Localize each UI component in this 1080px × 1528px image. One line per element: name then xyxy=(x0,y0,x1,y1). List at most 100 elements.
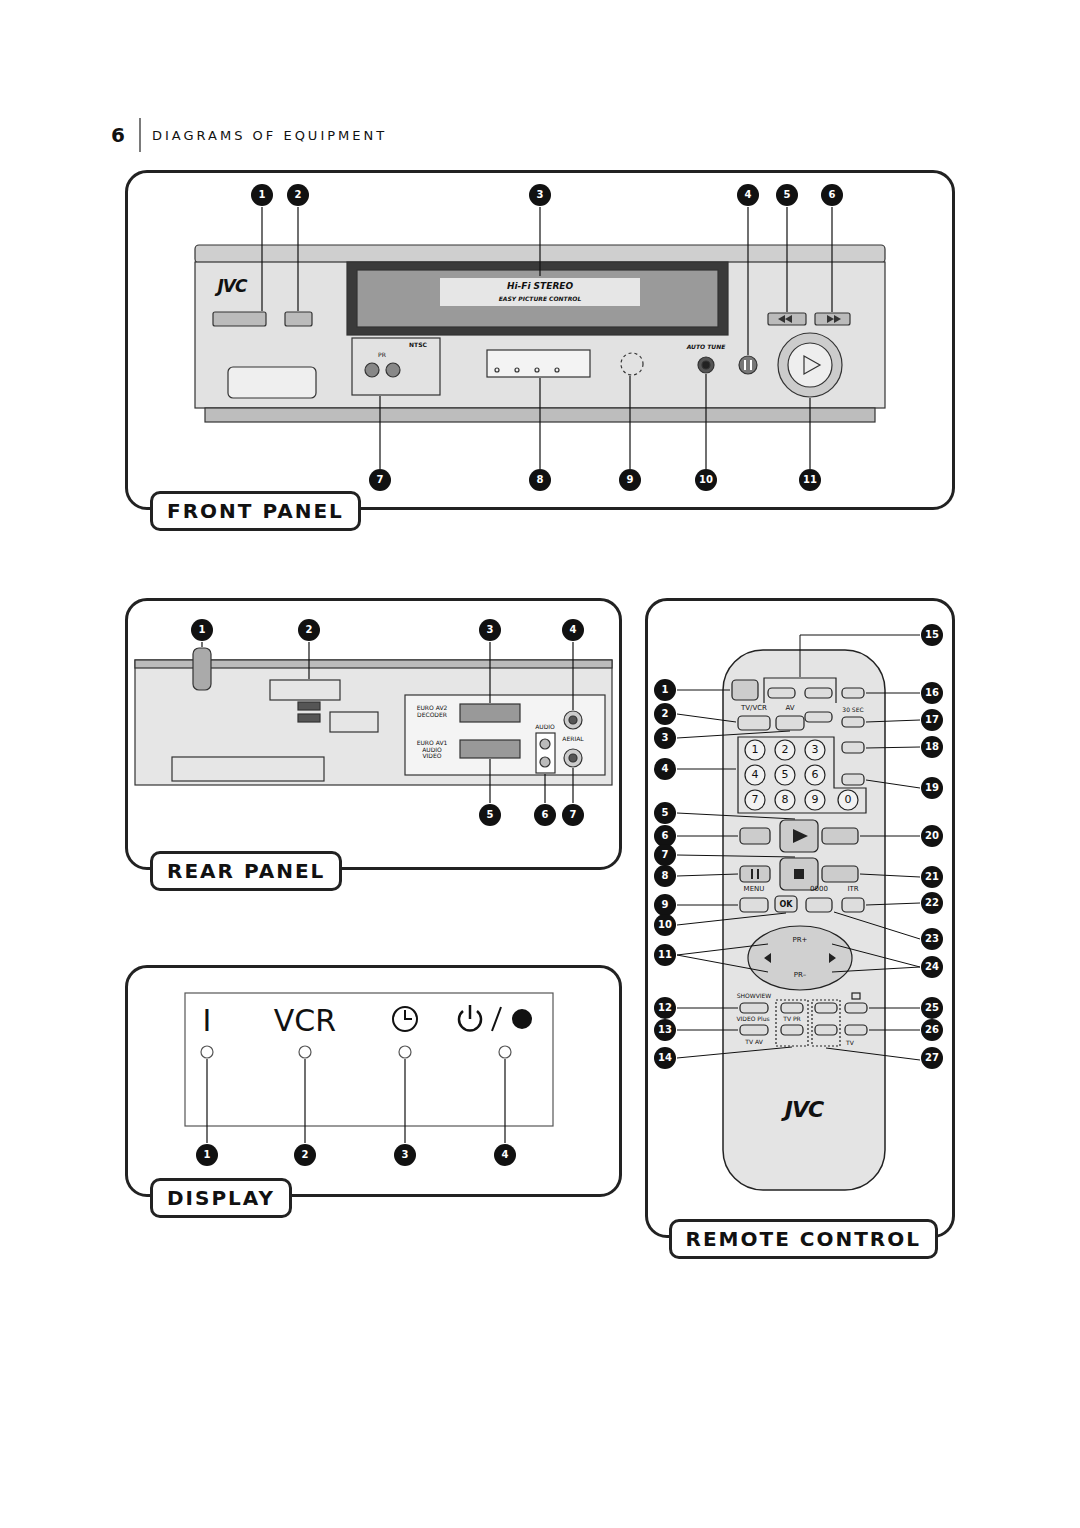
leader-line xyxy=(308,642,309,679)
remote-body xyxy=(781,1025,803,1035)
leader-line xyxy=(677,714,736,722)
vcr-front xyxy=(365,363,379,377)
leader-line xyxy=(262,207,832,469)
page-title: DIAGRAMS OF EQUIPMENT xyxy=(152,128,387,143)
leader-line xyxy=(677,1047,792,1058)
vcr-rear xyxy=(193,648,211,690)
device-text: TV/VCR xyxy=(741,705,767,713)
remote-body xyxy=(780,820,818,852)
vcr-front xyxy=(698,357,714,373)
callout-number: 4 xyxy=(737,184,759,206)
remote-body xyxy=(815,1025,837,1035)
vcr-rear xyxy=(298,714,320,722)
callout-number: 8 xyxy=(654,865,676,887)
display-window xyxy=(499,1046,511,1058)
vcr-front xyxy=(739,356,757,374)
vcr-front xyxy=(778,315,792,323)
callout-number: 5 xyxy=(654,802,676,824)
key-digit: 1 xyxy=(752,744,759,756)
remote-body xyxy=(793,829,808,843)
leader-line xyxy=(860,874,920,877)
device-text: AUDIO xyxy=(535,724,555,731)
key-digit: 3 xyxy=(812,744,819,756)
callout-number: 13 xyxy=(654,1019,676,1041)
leader-line xyxy=(826,1048,920,1060)
remote-body xyxy=(845,1025,867,1035)
vcr-rear xyxy=(460,740,520,758)
vcr-front xyxy=(386,363,400,377)
callout-number: 17 xyxy=(921,709,943,731)
key-digit: 4 xyxy=(752,769,759,781)
vcr-rear xyxy=(564,749,582,767)
device-text: EURO AV1 AUDIO VIDEO xyxy=(412,740,452,760)
leader-line xyxy=(677,855,795,857)
vcr-rear xyxy=(540,757,550,767)
leader-line xyxy=(677,1008,738,1009)
remote-body xyxy=(740,828,770,844)
remote-body xyxy=(740,1025,768,1035)
remote-body xyxy=(805,712,832,722)
callout-number: 20 xyxy=(921,825,943,847)
vcr-front xyxy=(555,368,559,372)
leader-line xyxy=(800,635,920,677)
vcr-front xyxy=(750,360,752,370)
remote-body xyxy=(740,1003,768,1013)
vcr-rear xyxy=(172,757,324,781)
display-indicator: I xyxy=(203,1004,212,1037)
callout-number: 14 xyxy=(654,1047,676,1069)
leader-line xyxy=(379,396,380,469)
leader-line xyxy=(539,207,540,276)
leader-line xyxy=(809,398,810,469)
vcr-front xyxy=(768,313,806,325)
panel-frame: REMOTE CONTROL xyxy=(645,598,955,1238)
panel-frame: FRONT PANEL xyxy=(125,170,955,510)
device-text: VIDEO Plus xyxy=(736,1016,769,1023)
remote-body xyxy=(748,926,852,990)
display-window xyxy=(492,1007,501,1031)
leader-line xyxy=(404,1059,405,1143)
leader-line xyxy=(869,1008,920,1009)
callout-number: 22 xyxy=(921,892,943,914)
callout-number: 2 xyxy=(287,184,309,206)
vcr-front xyxy=(440,278,640,306)
leader-line xyxy=(869,1030,920,1031)
vcr-front xyxy=(515,368,519,372)
leader-line xyxy=(834,912,920,939)
vcr-front xyxy=(228,367,316,398)
brand-logo: JVC xyxy=(218,277,247,296)
callout-number: 11 xyxy=(654,944,676,966)
leader-line xyxy=(747,207,748,355)
device-text: MENU xyxy=(744,886,765,894)
leader-line xyxy=(544,774,545,803)
leader-line xyxy=(201,642,202,647)
remote-body xyxy=(768,688,795,698)
device-text: TV xyxy=(846,1040,854,1047)
leader-line xyxy=(832,967,920,972)
callout-number: 12 xyxy=(654,997,676,1019)
callout-number: 26 xyxy=(921,1019,943,1041)
leader-line xyxy=(866,780,920,788)
callout-number: 2 xyxy=(654,703,676,725)
leader-line xyxy=(572,642,573,710)
remote-body xyxy=(838,790,858,810)
device-text: TV AV xyxy=(745,1039,763,1046)
vcr-front xyxy=(352,338,440,395)
callout-number: 5 xyxy=(479,804,501,826)
leader-line xyxy=(866,903,920,905)
leader-line xyxy=(860,836,920,837)
device-text: 30 SEC xyxy=(842,707,863,714)
remote-body xyxy=(740,866,770,882)
leader-line xyxy=(677,635,920,1060)
callout-number: 10 xyxy=(695,469,717,491)
key-digit: 0 xyxy=(845,794,852,806)
device-text: 0000 xyxy=(810,886,828,894)
vcr-rear xyxy=(298,702,320,710)
remote-body xyxy=(738,716,770,730)
display-window xyxy=(399,1046,411,1058)
vcr-front xyxy=(535,368,539,372)
callout-number: 21 xyxy=(921,866,943,888)
panel-tab: REMOTE CONTROL xyxy=(669,1219,938,1259)
vcr-rear xyxy=(540,739,550,749)
vcr-front xyxy=(804,356,820,374)
device-text: AUTO TUNE xyxy=(687,344,726,351)
